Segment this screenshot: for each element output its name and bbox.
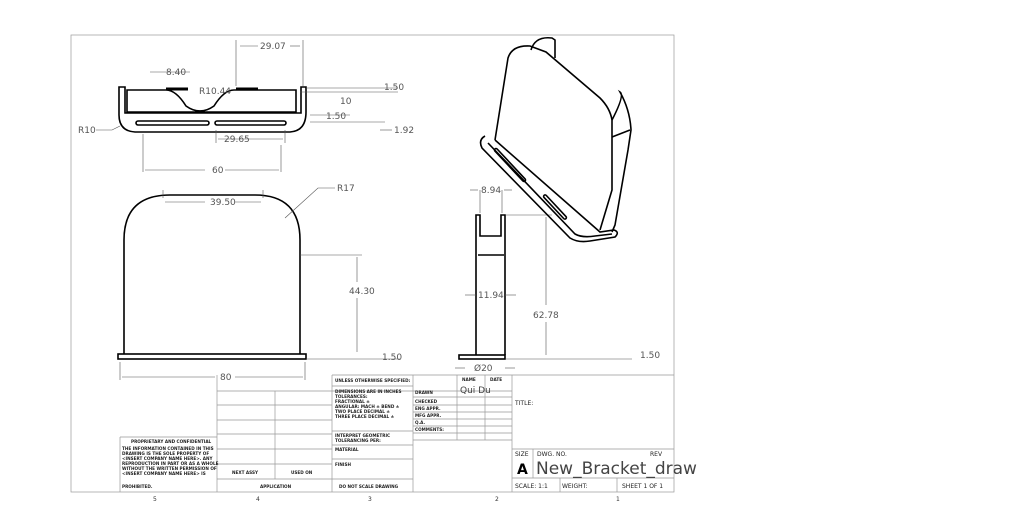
rev-label: REV	[650, 451, 663, 458]
dim-r17: R17	[337, 184, 355, 194]
weight-label: WEIGHT:	[562, 483, 588, 490]
scale-label: SCALE: 1:1	[515, 483, 548, 490]
dim-8-94: 8.94	[481, 186, 501, 196]
row-label: ENG APPR.	[415, 406, 441, 411]
title-block: UNLESS OTHERWISE SPECIFIED: DIMENSIONS A…	[119, 374, 697, 492]
sheet-label: SHEET 1 OF 1	[622, 483, 663, 490]
dim-1-50-mid: 1.50	[326, 112, 346, 122]
size-value: A	[517, 462, 528, 478]
side-view: 8.94 11.94 62.78 1.50 Ø20	[455, 186, 660, 374]
row-label: COMMENTS:	[415, 427, 444, 432]
proprietary-line: REPRODUCTION IN PART OR AS A WHOLE	[122, 461, 219, 466]
interpret-line: INTERPRET GEOMETRIC	[335, 433, 390, 438]
finish-label: FINISH	[335, 462, 351, 467]
dwg-no-label: DWG. NO.	[537, 451, 567, 458]
tolerance-line: THREE PLACE DECIMAL ±	[335, 414, 395, 419]
row-label: DRAWN	[415, 390, 433, 395]
dim-29-07: 29.07	[260, 42, 286, 52]
interpret-line: TOLERANCING PER:	[335, 438, 381, 443]
proprietary-line: WITHOUT THE WRITTEN PERMISSION OF	[122, 466, 217, 471]
dim-8-40: 8.40	[166, 68, 186, 78]
dim-1-92: 1.92	[394, 126, 414, 136]
dim-dia-20: Ø20	[474, 363, 493, 374]
dim-1-50-top: 1.50	[384, 83, 404, 93]
zone-2: 2	[495, 496, 499, 503]
dim-11-94: 11.94	[478, 291, 504, 301]
drawn-by-name: Qui Du	[460, 386, 491, 396]
dim-39-50: 39.50	[210, 198, 236, 208]
proprietary-title: PROPRIETARY AND CONFIDENTIAL	[131, 439, 212, 444]
dim-r10-44: R10.44	[199, 87, 231, 97]
dim-44-30: 44.30	[349, 287, 375, 297]
zone-1: 1	[616, 496, 620, 503]
proprietary-line: PROHIBITED.	[122, 484, 153, 489]
name-header: NAME	[462, 377, 476, 382]
front-view: 39.50 R17 44.30 1.50 80	[117, 184, 402, 383]
zone-4: 4	[256, 496, 260, 503]
sheet-border	[70, 34, 675, 493]
zone-markers: 5 4 3 2 1	[153, 496, 620, 503]
dim-62-78: 62.78	[533, 311, 559, 321]
tolerance-line: FRACTIONAL ±	[335, 399, 370, 404]
dim-80: 80	[220, 373, 232, 383]
tolerance-line: DIMENSIONS ARE IN INCHES	[335, 389, 402, 394]
date-header: DATE	[490, 377, 502, 382]
do-not-scale: DO NOT SCALE DRAWING	[339, 484, 399, 489]
row-label: CHECKED	[415, 399, 438, 404]
dim-1-50-front: 1.50	[382, 353, 402, 363]
row-label: MFG APPR.	[415, 413, 442, 418]
zone-5: 5	[153, 496, 157, 503]
proprietary-line: THE INFORMATION CONTAINED IN THIS	[122, 446, 214, 451]
dim-60: 60	[212, 166, 224, 176]
proprietary-line: <INSERT COMPANY NAME HERE>. ANY	[122, 456, 214, 461]
tolerance-line: TOLERANCES:	[335, 394, 368, 399]
proprietary-line: DRAWING IS THE SOLE PROPERTY OF	[122, 451, 209, 456]
row-label: Q.A.	[415, 420, 425, 425]
application-label: APPLICATION	[260, 484, 292, 489]
dim-29-65: 29.65	[224, 135, 250, 145]
used-on-label: USED ON	[291, 470, 313, 475]
title-label: TITLE:	[514, 400, 533, 407]
dim-r10: R10	[78, 126, 96, 136]
next-assy-label: NEXT ASSY	[232, 470, 259, 475]
size-label: SIZE	[515, 451, 529, 458]
proprietary-line: <INSERT COMPANY NAME HERE> IS	[122, 471, 206, 476]
top-view: 29.07 8.40 R10.44 1.50 10 1.50 1.92 R10 …	[78, 40, 414, 176]
material-label: MATERIAL	[335, 447, 359, 452]
dim-1-50-side: 1.50	[640, 351, 660, 361]
zone-3: 3	[368, 496, 372, 503]
tolerance-line: ANGULAR: MACH ± BEND ±	[335, 404, 400, 409]
unless-specified: UNLESS OTHERWISE SPECIFIED:	[335, 378, 411, 383]
dwg-no-value: New_Bracket_draw	[536, 459, 697, 479]
dim-10: 10	[340, 97, 352, 107]
isometric-view	[479, 36, 632, 243]
tolerance-line: TWO PLACE DECIMAL ±	[335, 409, 390, 414]
